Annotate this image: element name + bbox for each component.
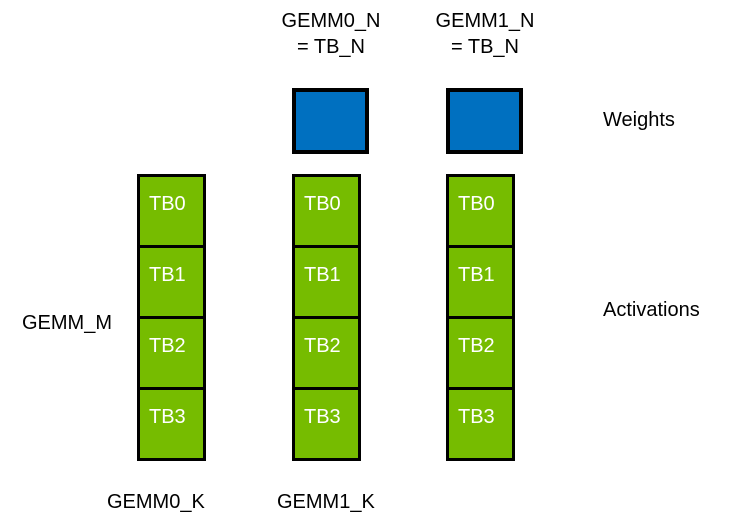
- activation-cell: TB3: [446, 387, 515, 461]
- activation-cell: TB1: [292, 245, 361, 319]
- activation-cell-label: TB2: [149, 335, 186, 357]
- activation-cell: TB2: [137, 316, 206, 390]
- activation-cell-label: TB2: [304, 335, 341, 357]
- activation-cell-label: TB3: [304, 406, 341, 428]
- activation-cell-label: TB3: [458, 406, 495, 428]
- activation-cell-label: TB0: [149, 193, 186, 215]
- label-gemm1-n: GEMM1_N = TB_N: [435, 10, 535, 58]
- activation-cell: TB3: [292, 387, 361, 461]
- activation-cell-label: TB1: [458, 264, 495, 286]
- activation-column-1: TB0 TB1 TB2 TB3: [292, 174, 361, 461]
- activation-cell-label: TB0: [304, 193, 341, 215]
- activation-cell: TB1: [137, 245, 206, 319]
- activation-cell: TB2: [446, 316, 515, 390]
- label-gemm0-k: GEMM0_K: [107, 491, 205, 513]
- activation-cell-label: TB1: [304, 264, 341, 286]
- activation-cell-label: TB3: [149, 406, 186, 428]
- label-weights: Weights: [603, 109, 675, 131]
- weight-block-gemm1: [446, 88, 523, 154]
- activation-cell: TB3: [137, 387, 206, 461]
- label-gemm-m: GEMM_M: [22, 312, 112, 334]
- activation-cell: TB0: [446, 174, 515, 248]
- activation-cell: TB2: [292, 316, 361, 390]
- activation-cell: TB0: [137, 174, 206, 248]
- label-gemm0-n: GEMM0_N = TB_N: [281, 10, 381, 58]
- activation-cell-label: TB2: [458, 335, 495, 357]
- activation-cell: TB1: [446, 245, 515, 319]
- activation-column-0: TB0 TB1 TB2 TB3: [137, 174, 206, 461]
- label-activations: Activations: [603, 299, 700, 321]
- activation-cell-label: TB1: [149, 264, 186, 286]
- label-gemm1-k: GEMM1_K: [277, 491, 375, 513]
- activation-cell: TB0: [292, 174, 361, 248]
- activation-column-2: TB0 TB1 TB2 TB3: [446, 174, 515, 461]
- activation-cell-label: TB0: [458, 193, 495, 215]
- weight-block-gemm0: [292, 88, 369, 154]
